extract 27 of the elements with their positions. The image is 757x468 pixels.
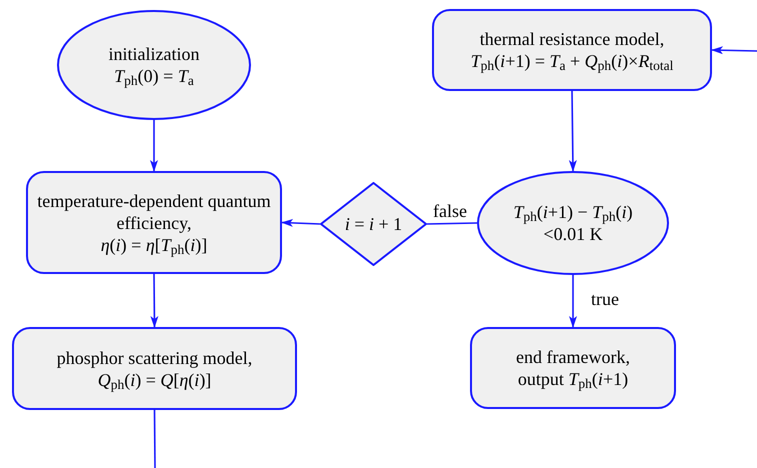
- process-box: [470, 327, 676, 409]
- arrow: [150, 120, 158, 172]
- process-box: [432, 9, 712, 91]
- node-text: T$_{ph}$(i+1) = T$_{a}$ + Q$_{ph}$(i)×R$_{total}$: [470, 50, 674, 72]
- node-text: i = i + 1: [344, 213, 402, 235]
- node-text: initialization: [108, 43, 200, 65]
- terminal-ellipse: [57, 10, 251, 120]
- node-text: η(i) = η[T$_{ph}$(i)]: [100, 234, 208, 256]
- connector-line: [426, 222, 478, 225]
- node-text: <0.01 K: [543, 224, 603, 245]
- node-text: T$_{ph}$(0) = T$_{a}$: [114, 65, 194, 87]
- arrow: [281, 218, 320, 227]
- process-box: [26, 171, 282, 274]
- process-box: [12, 327, 297, 410]
- arrow: [150, 274, 158, 328]
- terminal-ellipse: [477, 171, 669, 275]
- connector-line: [154, 410, 156, 468]
- decision-diamond: [320, 182, 427, 266]
- node-text: thermal resistance model,: [480, 28, 664, 50]
- node-text: end framework,: [516, 346, 630, 368]
- node-text: output T$_{ph}$(i+1): [518, 368, 628, 390]
- node-text: phosphor scattering model,: [56, 346, 252, 368]
- arrow: [711, 46, 757, 54]
- node-text: T$_{ph}$(i+1) − T$_{ph}$(i): [513, 201, 633, 223]
- arrow: [568, 90, 577, 172]
- node-text: Q$_{ph}$(i) = Q[η(i)]: [98, 368, 212, 390]
- arrow: [569, 275, 577, 328]
